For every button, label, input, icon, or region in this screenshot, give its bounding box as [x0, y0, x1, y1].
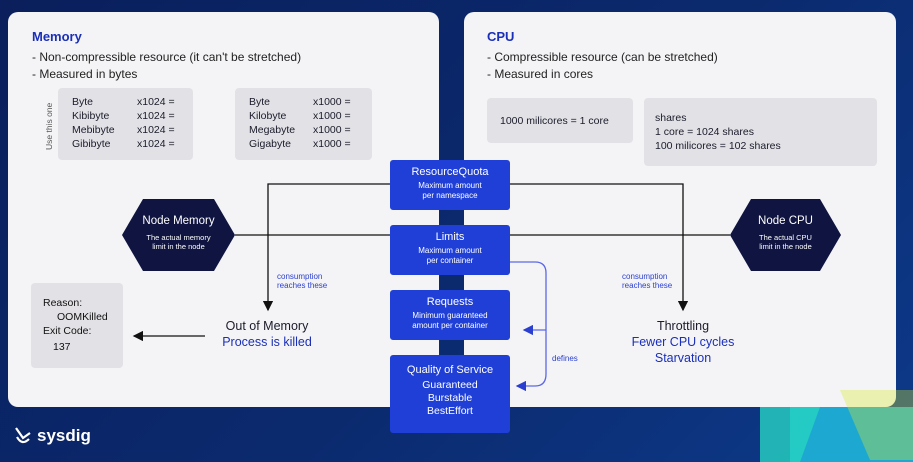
binary-unit-name: Mebibyte [72, 124, 115, 136]
throttling-text: Throttling Fewer CPU cycles Starvation [622, 319, 744, 365]
reason-value: OOMKilled [57, 311, 108, 323]
cpu-bullet-2: - Measured in cores [487, 67, 594, 81]
oom-line-2: Process is killed [222, 335, 312, 349]
reason-box: Reason: OOMKilled Exit Code: 137 [31, 283, 123, 368]
requests-sub-2: amount per container [412, 321, 488, 330]
decimal-unit-name: Byte [249, 96, 271, 108]
shares-box [644, 98, 877, 166]
node-cpu-desc-1: The actual CPU [759, 233, 812, 242]
sysdig-logo-icon [15, 427, 31, 444]
requests-title: Requests [426, 296, 474, 308]
binary-unit-mult: x1024 = [137, 138, 175, 150]
decimal-units-box [235, 88, 372, 160]
cpu-consumption-line-2: reaches these [622, 281, 673, 290]
resourcequota-sub-1: Maximum amount [418, 181, 482, 190]
decimal-unit-mult: x1000 = [313, 138, 351, 150]
decimal-unit-mult: x1000 = [313, 124, 351, 136]
qos-box: Quality of Service Guaranteed Burstable … [390, 355, 510, 433]
resourcequota-box: ResourceQuota Maximum amount per namespa… [390, 160, 510, 210]
binary-units-box [58, 88, 193, 160]
resourcequota-sub-2: per namespace [422, 191, 478, 200]
millicores-text: 1000 milicores = 1 core [500, 115, 609, 127]
node-memory-desc-1: The actual memory [146, 233, 211, 242]
requests-box: Requests Minimum guaranteed amount per c… [390, 290, 510, 340]
cpu-title: CPU [487, 29, 515, 44]
throttling-line-2: Fewer CPU cycles [631, 335, 735, 349]
limits-sub-2: per container [426, 256, 474, 265]
limits-title: Limits [435, 231, 465, 243]
memory-title: Memory [32, 29, 82, 44]
oom-line-1: Out of Memory [225, 319, 309, 333]
binary-unit-mult: x1024 = [137, 96, 175, 108]
millicores-box [487, 98, 633, 143]
decimal-unit-name: Megabyte [249, 124, 296, 136]
decimal-unit-mult: x1000 = [313, 96, 351, 108]
qos-title: Quality of Service [406, 364, 494, 376]
reason-label: Reason: [43, 297, 83, 309]
limits-sub-1: Maximum amount [418, 246, 482, 255]
binary-unit-name: Gibibyte [72, 138, 111, 150]
node-memory-hexagon [122, 199, 235, 271]
node-cpu-label: Node CPU The actual CPU limit in the nod… [730, 215, 841, 251]
qos-besteffort: BestEffort [427, 405, 473, 417]
memory-consumption-line-2: reaches these [277, 281, 328, 290]
decimal-unit-name: Gigabyte [249, 138, 292, 150]
cpu-bullet-1: - Compressible resource (can be stretche… [487, 50, 718, 64]
node-memory-title: Node Memory [142, 215, 215, 227]
qos-guaranteed: Guaranteed [422, 379, 478, 391]
memory-consumption-line-1: consumption [277, 272, 323, 281]
throttling-line-3: Starvation [654, 351, 712, 365]
defines-label: defines [552, 354, 578, 363]
cpu-consumption-label: consumption reaches these [622, 272, 672, 290]
decimal-unit-name: Kilobyte [249, 110, 287, 122]
decimal-unit-mult: x1000 = [313, 110, 351, 122]
memory-consumption-label: consumption reaches these [277, 272, 327, 290]
sysdig-logo: sysdig [12, 425, 91, 447]
qos-burstable: Burstable [427, 392, 473, 404]
binary-unit-name: Byte [72, 96, 94, 108]
node-memory-label: Node Memory The actual memory limit in t… [122, 215, 235, 251]
node-cpu-hexagon [730, 199, 841, 271]
binary-unit-mult: x1024 = [137, 124, 175, 136]
node-cpu-title: Node CPU [758, 215, 813, 227]
node-cpu-desc-2: limit in the node [759, 242, 812, 251]
exit-code-label: Exit Code: [43, 325, 92, 337]
binary-unit-mult: x1024 = [137, 110, 175, 122]
throttling-line-1: Throttling [656, 319, 710, 333]
memory-bullet-2: - Measured in bytes [32, 67, 138, 81]
shares-line-2: 100 milicores = 102 shares [655, 140, 781, 152]
shares-title: shares [655, 112, 687, 124]
out-of-memory-text: Out of Memory Process is killed [208, 319, 326, 349]
node-memory-desc-2: limit in the node [152, 242, 205, 251]
sysdig-logo-text: sysdig [37, 426, 91, 445]
memory-bullet-1: - Non-compressible resource (it can't be… [32, 50, 302, 64]
requests-sub-1: Minimum guaranteed [412, 311, 488, 320]
resourcequota-title: ResourceQuota [411, 166, 489, 178]
exit-code-value: 137 [53, 341, 71, 353]
binary-unit-name: Kibibyte [72, 110, 110, 122]
shares-line-1: 1 core = 1024 shares [655, 126, 754, 138]
limits-box: Limits Maximum amount per container [390, 225, 510, 275]
cpu-consumption-line-1: consumption [622, 272, 668, 281]
